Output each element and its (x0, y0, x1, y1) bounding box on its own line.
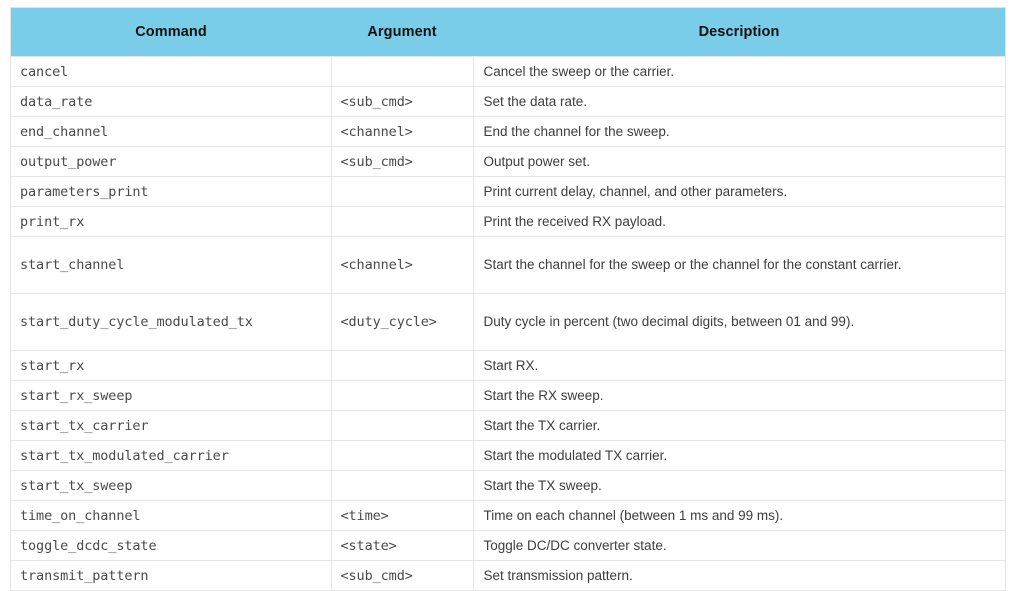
cell-command: start_channel (11, 236, 332, 294)
cell-command: transmit_pattern (11, 560, 332, 591)
table-row: parameters_print Print current delay, cha… (11, 176, 1005, 207)
table-row: start_rx_sweep Start the RX sweep. (11, 380, 1005, 411)
cell-argument (331, 56, 474, 87)
cell-argument (331, 410, 474, 441)
cell-description: Set transmission pattern. (473, 560, 1005, 591)
cell-description: Start the modulated TX carrier. (473, 440, 1005, 471)
cell-argument: <sub_cmd> (331, 146, 474, 177)
command-reference-table-container: Command Argument Description cancel Cance… (11, 8, 1005, 591)
table-row: end_channel<channel>End the channel for … (11, 116, 1005, 147)
table-row: start_duty_cycle_modulated_tx<duty_cycle… (11, 293, 1005, 351)
cell-argument: <channel> (331, 116, 474, 147)
table-row: transmit_pattern<sub_cmd>Set transmissio… (11, 560, 1005, 591)
cell-argument: <channel> (331, 236, 474, 294)
table-row: print_rx Print the received RX payload. (11, 206, 1005, 237)
table-row: time_on_channel<time>Time on each channe… (11, 500, 1005, 531)
cell-command: print_rx (11, 206, 332, 237)
cell-command: parameters_print (11, 176, 332, 207)
cell-description: Start the RX sweep. (473, 380, 1005, 411)
cell-description: Start the TX carrier. (473, 410, 1005, 441)
table-row: data_rate<sub_cmd>Set the data rate. (11, 86, 1005, 117)
cell-description: Start the TX sweep. (473, 470, 1005, 501)
cell-description: Cancel the sweep or the carrier. (473, 56, 1005, 87)
command-reference-table: Command Argument Description cancel Cance… (11, 8, 1005, 591)
cell-description: Set the data rate. (473, 86, 1005, 117)
column-header-command: Command (11, 8, 331, 57)
cell-description: Print the received RX payload. (473, 206, 1005, 237)
cell-description: Time on each channel (between 1 ms and 9… (473, 500, 1005, 531)
cell-description: Output power set. (473, 146, 1005, 177)
table-row: start_rx Start RX. (11, 350, 1005, 381)
table-row: output_power<sub_cmd>Output power set. (11, 146, 1005, 177)
cell-description: End the channel for the sweep. (473, 116, 1005, 147)
cell-argument: <state> (331, 530, 474, 561)
cell-argument (331, 176, 474, 207)
cell-argument (331, 470, 474, 501)
cell-argument: <sub_cmd> (331, 560, 474, 591)
cell-argument (331, 206, 474, 237)
table-row: cancel Cancel the sweep or the carrier. (11, 56, 1005, 87)
cell-description: Start the channel for the sweep or the c… (473, 236, 1005, 294)
cell-argument (331, 380, 474, 411)
cell-argument: <sub_cmd> (331, 86, 474, 117)
cell-command: start_rx (11, 350, 332, 381)
cell-command: start_tx_modulated_carrier (11, 440, 332, 471)
cell-command: start_tx_carrier (11, 410, 332, 441)
table-header-row: Command Argument Description (11, 8, 1005, 57)
cell-command: start_rx_sweep (11, 380, 332, 411)
cell-command: start_tx_sweep (11, 470, 332, 501)
cell-argument: <duty_cycle> (331, 293, 474, 351)
cell-argument (331, 440, 474, 471)
cell-command: end_channel (11, 116, 332, 147)
cell-command: time_on_channel (11, 500, 332, 531)
table-header: Command Argument Description (11, 8, 1005, 57)
cell-description: Toggle DC/DC converter state. (473, 530, 1005, 561)
cell-command: output_power (11, 146, 332, 177)
table-row: start_tx_modulated_carrier Start the modu… (11, 440, 1005, 471)
cell-command: start_duty_cycle_modulated_tx (11, 293, 332, 351)
cell-argument: <time> (331, 500, 474, 531)
cell-description: Start RX. (473, 350, 1005, 381)
table-row: start_channel<channel>Start the channel … (11, 236, 1005, 294)
table-row: start_tx_sweep Start the TX sweep. (11, 470, 1005, 501)
cell-argument (331, 350, 474, 381)
cell-description: Print current delay, channel, and other … (473, 176, 1005, 207)
table-row: start_tx_carrier Start the TX carrier. (11, 410, 1005, 441)
cell-command: data_rate (11, 86, 332, 117)
table-row: toggle_dcdc_state<state>Toggle DC/DC con… (11, 530, 1005, 561)
column-header-argument: Argument (331, 8, 473, 57)
cell-description: Duty cycle in percent (two decimal digit… (473, 293, 1005, 351)
cell-command: cancel (11, 56, 332, 87)
column-header-description: Description (473, 8, 1005, 57)
cell-command: toggle_dcdc_state (11, 530, 332, 561)
